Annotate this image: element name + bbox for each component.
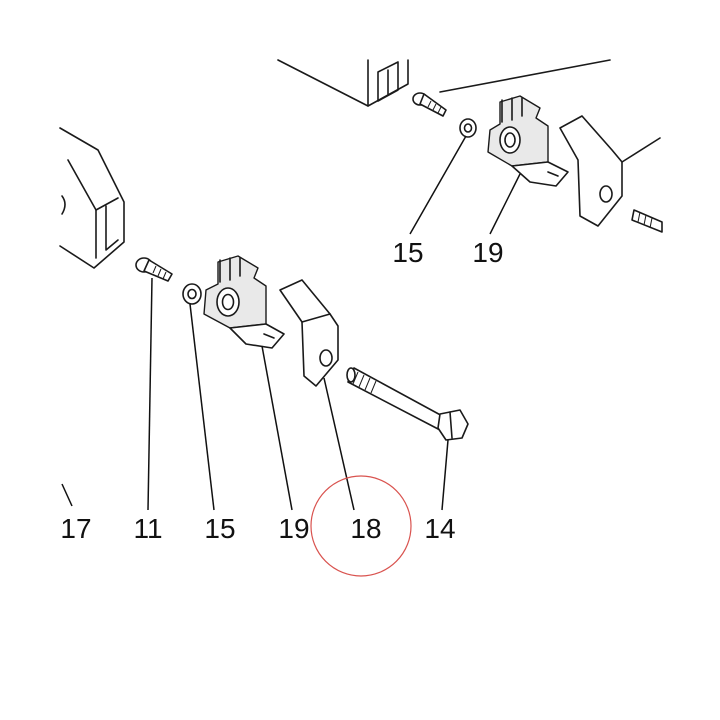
frame-left: [59, 127, 125, 269]
callout-long-bolt: 14: [424, 513, 455, 544]
long-bolt-14: [346, 367, 469, 441]
bracket-19: [203, 255, 285, 349]
callout-top-bracket: 19: [472, 237, 503, 268]
plate-18: [279, 279, 339, 387]
leader-plate: [323, 377, 355, 511]
callout-screw: 11: [133, 513, 162, 544]
leader-lines: [61, 135, 521, 511]
leader-bracket: [261, 345, 293, 511]
frame-top-right: [277, 59, 611, 107]
washer-15: [182, 283, 202, 305]
leader-long-bolt: [441, 439, 449, 511]
top-screw: [412, 92, 447, 117]
screw-11: [135, 257, 173, 282]
leader-top-washer: [409, 135, 467, 235]
top-washer: [459, 118, 477, 138]
callout-bracket: 19: [278, 513, 309, 544]
callout-washer: 15: [204, 513, 235, 544]
leader-top-bracket: [489, 173, 521, 235]
leader-screw: [147, 277, 153, 511]
leader-washer: [189, 303, 215, 511]
top-bracket: [487, 95, 569, 187]
leader-frame: [61, 483, 73, 507]
top-right-plate: [559, 115, 663, 233]
callout-labels: 15 19 17 11 15 19 18 14: [60, 237, 503, 544]
callout-plate: 18: [350, 513, 381, 544]
callout-top-washer: 15: [392, 237, 423, 268]
callout-frame: 17: [60, 513, 91, 544]
highlight-circle: [310, 475, 412, 577]
